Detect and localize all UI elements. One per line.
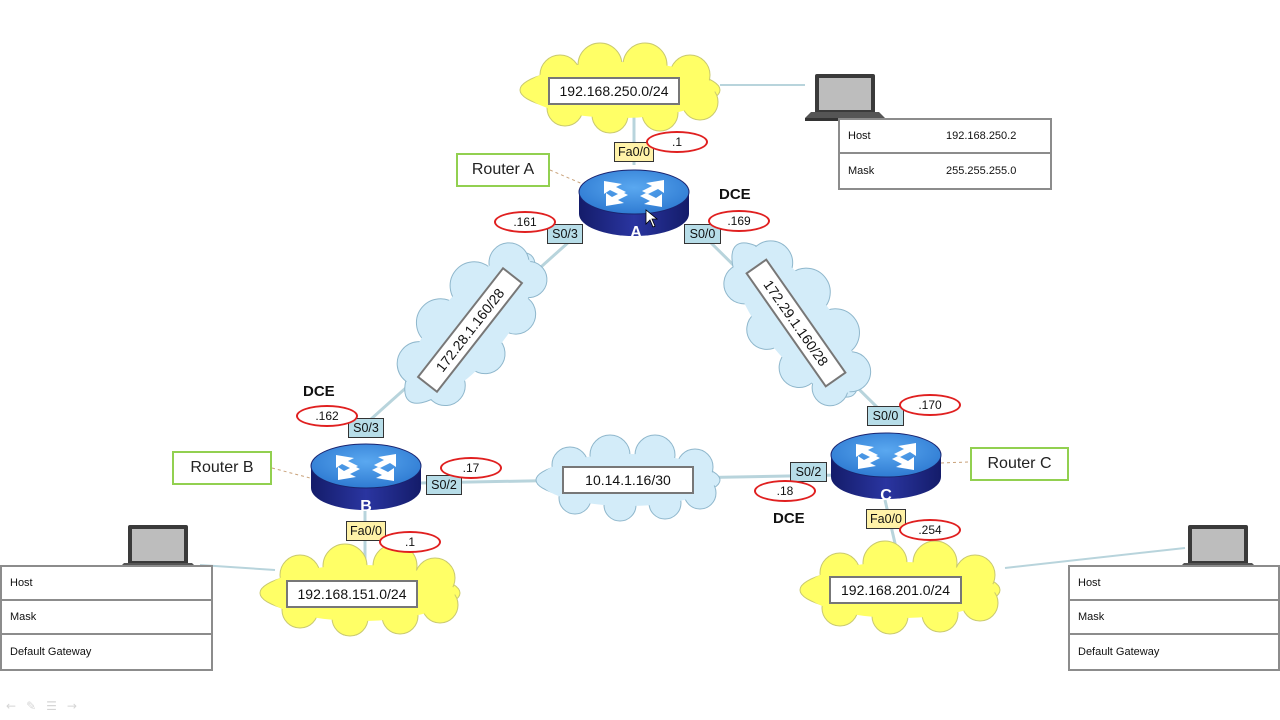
host-key: Host [848, 130, 871, 142]
port-c-fa00: Fa0/0 [866, 509, 906, 529]
callout-router-c: Router C [970, 447, 1069, 481]
forward-arrow-icon[interactable]: → [66, 699, 77, 713]
mask-key: Mask [1078, 611, 1105, 623]
table-row: Default Gateway [1070, 635, 1278, 669]
host-key: Host [1078, 577, 1101, 589]
table-row: Mask [1070, 601, 1278, 635]
menu-icon[interactable]: ☰ [46, 699, 57, 713]
port-a-fa00: Fa0/0 [614, 142, 654, 162]
port-b-fa00: Fa0/0 [346, 521, 386, 541]
network-label-lan-a: 192.168.250.0/24 [548, 77, 680, 105]
router-label-c: C [880, 487, 892, 504]
table-row: Mask 255.255.255.0 [840, 154, 1050, 188]
dce-label-a: DCE [719, 186, 751, 203]
port-a-s00: S0/0 [684, 224, 721, 244]
callout-router-a: Router A [456, 153, 550, 187]
host-table-b: Host Mask Default Gateway [0, 565, 213, 671]
ip-b-fa00: .1 [379, 531, 441, 553]
host-value: 192.168.250.2 [946, 130, 1017, 142]
ip-c-fa00: .254 [899, 519, 961, 541]
mask-key: Mask [848, 165, 875, 177]
table-row: Host [2, 567, 211, 601]
port-c-s02: S0/2 [790, 462, 827, 482]
mask-value: 255.255.255.0 [946, 165, 1017, 177]
dce-label-b: DCE [303, 383, 335, 400]
mask-key: Mask [10, 611, 37, 623]
table-row: Host [1070, 567, 1278, 601]
ip-c-s02: .18 [754, 480, 816, 502]
callout-router-b: Router B [172, 451, 272, 485]
laptop-icon [805, 74, 885, 121]
port-a-s03: S0/3 [547, 224, 583, 244]
slide-toolbar[interactable]: ← ✎ ☰ → [6, 699, 77, 713]
ip-b-s02: .17 [440, 457, 502, 479]
back-arrow-icon[interactable]: ← [6, 699, 17, 713]
host-table-a: Host 192.168.250.2 Mask 255.255.255.0 [838, 118, 1052, 190]
table-row: Default Gateway [2, 635, 211, 669]
dce-label-c: DCE [773, 510, 805, 527]
network-label-wan-bc: 10.14.1.16/30 [562, 466, 694, 494]
ip-c-s00: .170 [899, 394, 961, 416]
network-label-lan-c: 192.168.201.0/24 [829, 576, 962, 604]
pen-icon[interactable]: ✎ [26, 699, 37, 713]
router-label-a: A [630, 224, 642, 241]
ip-a-s00: .169 [708, 210, 770, 232]
table-row: Mask [2, 601, 211, 635]
ip-a-fa00: .1 [646, 131, 708, 153]
port-c-s00: S0/0 [867, 406, 904, 426]
ip-b-s03: .162 [296, 405, 358, 427]
gateway-key: Default Gateway [10, 646, 92, 658]
host-key: Host [10, 577, 33, 589]
table-row: Host 192.168.250.2 [840, 120, 1050, 154]
port-b-s03: S0/3 [348, 418, 384, 438]
host-table-c: Host Mask Default Gateway [1068, 565, 1280, 671]
ip-a-s03: .161 [494, 211, 556, 233]
port-b-s02: S0/2 [426, 475, 462, 495]
network-label-lan-b: 192.168.151.0/24 [286, 580, 418, 608]
gateway-key: Default Gateway [1078, 646, 1160, 658]
router-label-b: B [360, 498, 372, 515]
link-lan-c-host [1004, 547, 1186, 569]
cursor-icon [645, 209, 659, 228]
